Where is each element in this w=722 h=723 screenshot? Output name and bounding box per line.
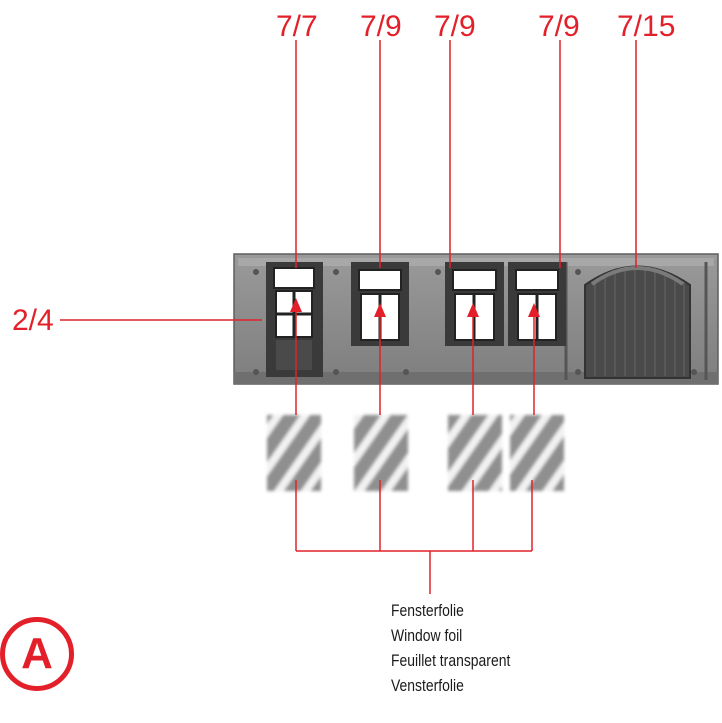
part-label-side: 2/4 — [12, 304, 54, 337]
part-label-window-3: 7/9 — [538, 10, 580, 43]
part-label-window-1: 7/9 — [360, 10, 402, 43]
step-badge: A — [0, 617, 74, 691]
part-label-gate: 7/15 — [617, 10, 676, 43]
arrow-heads — [290, 298, 540, 317]
foil-caption-nl: Vensterfolie — [391, 676, 464, 695]
foil-caption-en: Window foil — [391, 626, 463, 645]
foil-caption-fr: Feuillet transparent — [391, 651, 511, 670]
part-label-door: 7/7 — [276, 10, 318, 43]
part-label-window-2: 7/9 — [434, 10, 476, 43]
window-frame-1 — [351, 262, 409, 346]
arched-gate — [584, 265, 691, 379]
foil-sheet-2 — [354, 415, 408, 491]
door-opening — [266, 262, 323, 377]
step-badge-letter: A — [21, 629, 53, 678]
window-frame-2 — [445, 262, 504, 346]
window-frame-3 — [508, 262, 566, 346]
foil-sheet-3 — [448, 415, 502, 491]
leader-lines — [60, 40, 637, 594]
foil-caption-de: Fensterfolie — [391, 601, 464, 620]
foil-sheet-4 — [510, 415, 564, 491]
foil-sheet-1 — [267, 415, 321, 491]
